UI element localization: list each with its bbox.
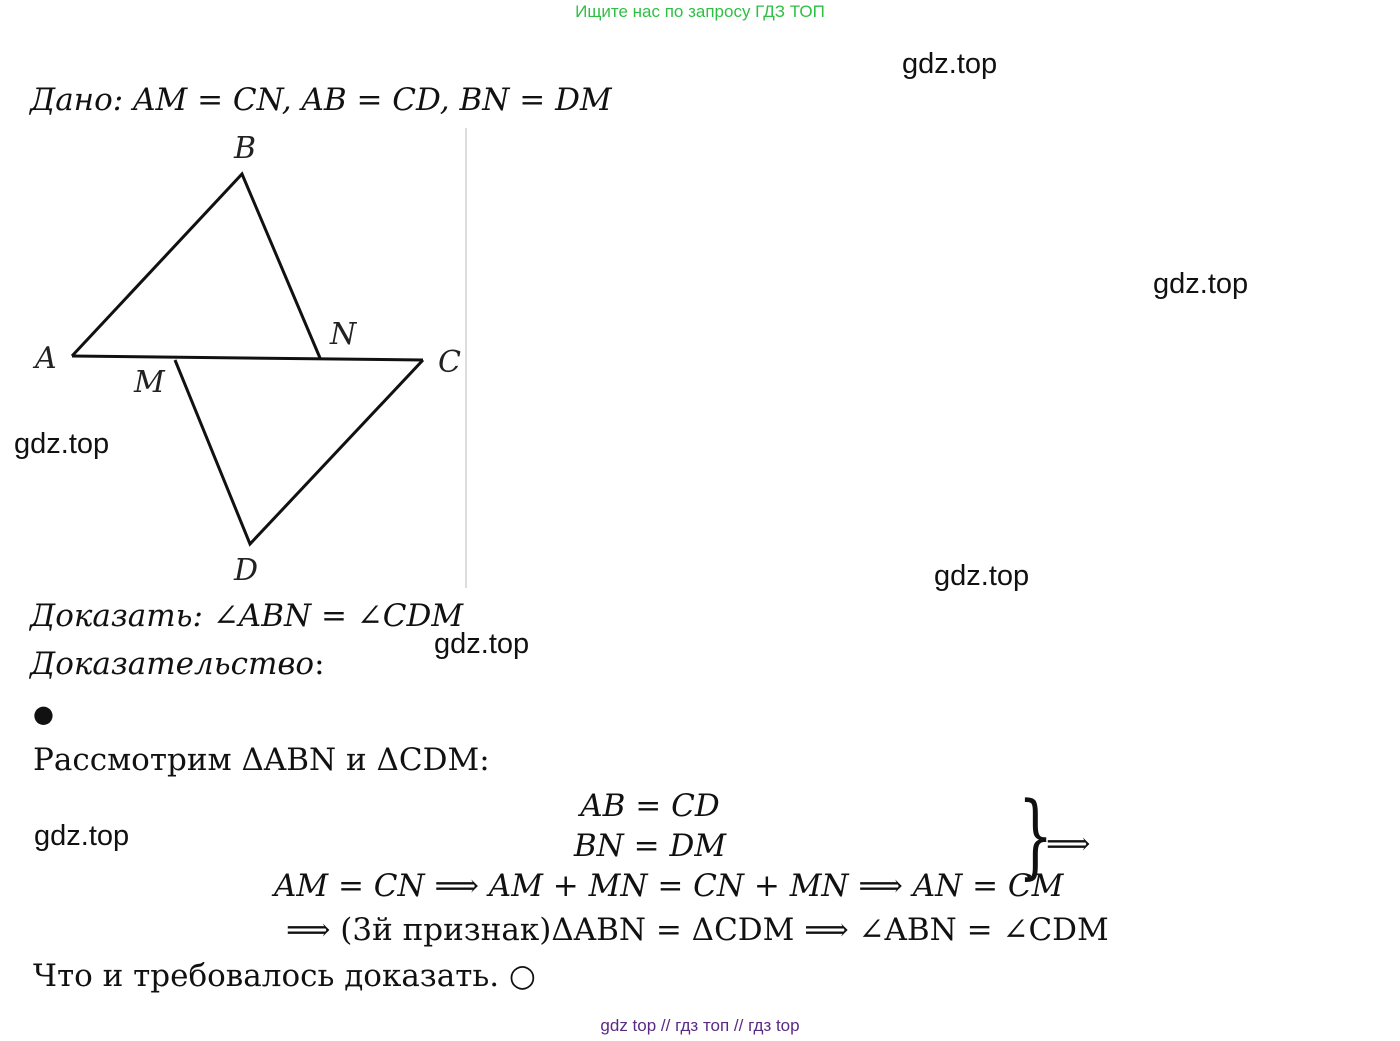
- conclusion: Что и требовалось доказать. ○: [33, 958, 536, 994]
- label-m: M: [133, 365, 166, 400]
- watermark: gdz.top: [902, 48, 998, 80]
- label-d: D: [233, 553, 258, 588]
- bullet: ●: [33, 700, 54, 728]
- label-c: C: [438, 345, 461, 380]
- equation-am-cn: AM = CN ⟹ AM + MN = CN + MN ⟹ AN = CM: [274, 868, 1064, 904]
- given-line: Дано: AM = CN, AB = CD, BN = DM: [30, 82, 612, 118]
- equation-congruence: ⟹ (3й признак)ΔABN = ΔCDM ⟹ ∠ABN = ∠CDM: [286, 912, 1109, 948]
- consider-line: Рассмотрим ΔABN и ΔCDM:: [33, 742, 490, 778]
- prove-label: Доказать: [30, 598, 193, 634]
- proof-label: Доказательство: [30, 646, 315, 682]
- geometry-figure: B A N C M D: [32, 128, 467, 588]
- equation-bn-dm: BN = DM: [573, 828, 727, 864]
- watermark: gdz.top: [14, 428, 110, 460]
- given-text: : AM = CN, AB = CD, BN = DM: [112, 82, 612, 118]
- equation-ab-cd: AB = CD: [580, 788, 720, 824]
- proof-heading: Доказательство:: [30, 646, 325, 682]
- proof-colon: :: [314, 646, 325, 682]
- given-label: Дано: [30, 82, 113, 118]
- label-n: N: [329, 317, 358, 352]
- triangle-abn: [70, 171, 322, 359]
- footer-links[interactable]: gdz top // гдз топ // гдз top: [600, 1016, 800, 1035]
- watermark: gdz.top: [934, 560, 1030, 592]
- label-b: B: [233, 131, 256, 166]
- watermark: gdz.top: [34, 820, 130, 852]
- header-note: Ищите нас по запросу ГДЗ ТОП: [575, 2, 825, 21]
- triangle-cdm: [173, 358, 425, 547]
- watermark: gdz.top: [1153, 268, 1249, 300]
- brace-implies: ⟹: [1046, 826, 1091, 862]
- prove-line: Доказать: ∠ABN = ∠CDM: [30, 598, 463, 634]
- segment-ac: [71, 354, 424, 362]
- prove-text: : ∠ABN = ∠CDM: [192, 598, 464, 634]
- label-a: A: [32, 341, 57, 376]
- watermark: gdz.top: [434, 628, 530, 660]
- right-brace: }: [1018, 782, 1054, 889]
